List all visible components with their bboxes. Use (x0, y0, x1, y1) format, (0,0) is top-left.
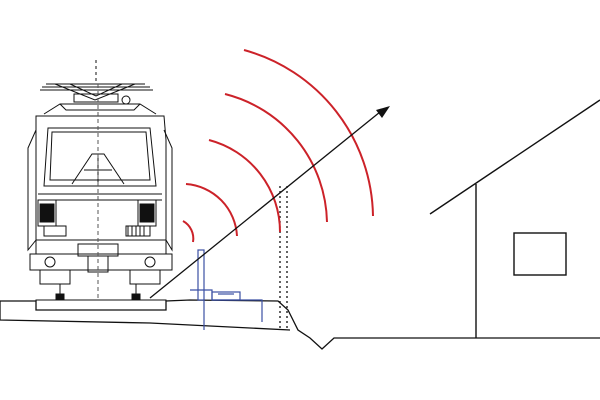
propagation-arrow (149, 106, 390, 299)
dotted-wall (279, 186, 288, 330)
house-outline (429, 99, 600, 338)
ground-profile (0, 299, 600, 350)
track-bed (35, 299, 167, 311)
locomotive (27, 60, 173, 301)
pantograph (40, 60, 153, 105)
house-window (513, 232, 567, 276)
noise-barrier (190, 249, 263, 330)
sound-wave-arcs (182, 49, 374, 243)
